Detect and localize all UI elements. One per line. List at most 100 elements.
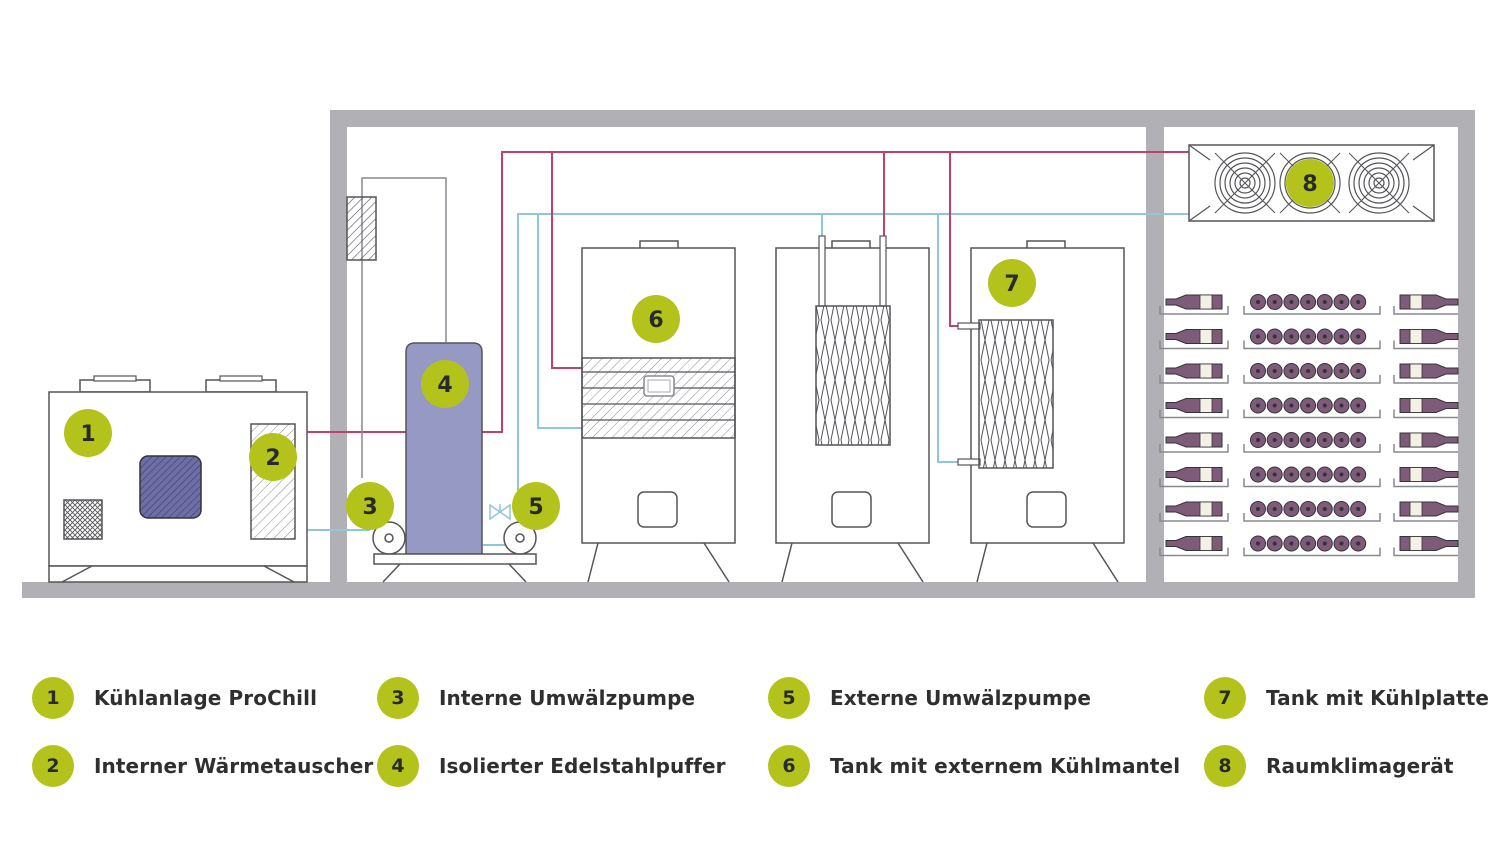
wine-bottle-icon: [1165, 501, 1223, 517]
badge-8: 8: [1286, 159, 1334, 207]
wine-bottle-ends: [1250, 432, 1367, 448]
tank-hatch: [831, 491, 872, 528]
badge-7: 7: [988, 259, 1036, 307]
legend: 1 Kühlanlage ProChill 2 Interner Wärmeta…: [0, 660, 1500, 810]
legend-badge: 6: [768, 745, 810, 787]
wine-bottle-icon: [1165, 398, 1223, 413]
svg-text:6: 6: [648, 308, 663, 333]
legend-badge: 1: [32, 677, 74, 719]
badge-2: 2: [249, 433, 297, 481]
legend-item-8: 8 Raumklimagerät: [1204, 744, 1454, 788]
wine-bottle-ends: [1250, 328, 1367, 345]
legend-label: Isolierter Edelstahlpuffer: [439, 754, 726, 778]
legend-label: Externe Umwälzpumpe: [830, 686, 1092, 710]
svg-text:3: 3: [362, 495, 377, 520]
building-left-wall: [330, 110, 347, 598]
cooling-jacket: [581, 357, 736, 439]
legend-label: Tank mit Kühlplatte: [1266, 686, 1490, 710]
wine-bottle-icon: [1165, 363, 1223, 379]
fan-icon: [1348, 152, 1410, 214]
legend-label: Kühlanlage ProChill: [94, 686, 318, 710]
vent-stack: [346, 177, 447, 478]
wine-bottle-icon: [1165, 329, 1223, 344]
compressor-box: [63, 499, 103, 540]
legend-badge: 5: [768, 677, 810, 719]
immersion-coil: [815, 305, 891, 446]
wine-bottle-ends: [1250, 501, 1367, 517]
wine-bottle-icon: [1399, 294, 1459, 310]
wine-bottle-ends: [1250, 397, 1367, 414]
control-display: [643, 375, 675, 397]
external-circulation-pump: [489, 503, 537, 555]
wine-shelf: [1159, 432, 1459, 453]
building-roof: [330, 110, 1475, 127]
wine-bottle-icon: [1165, 294, 1223, 310]
wine-shelf: [1159, 535, 1459, 557]
legend-item-1: 1 Kühlanlage ProChill: [32, 676, 317, 720]
wine-bottle-icon: [1399, 329, 1459, 344]
legend-badge: 8: [1204, 745, 1246, 787]
svg-text:4: 4: [437, 373, 452, 398]
cooling-system-diagram: 1 2 3 4 5 6 7 8: [22, 110, 1475, 598]
svg-text:1: 1: [80, 422, 95, 447]
svg-text:5: 5: [528, 495, 543, 520]
legend-item-7: 7 Tank mit Kühlplatte: [1204, 676, 1489, 720]
wine-shelf: [1159, 294, 1459, 315]
wine-bottle-icon: [1399, 501, 1459, 517]
legend-item-5: 5 Externe Umwälzpumpe: [768, 676, 1091, 720]
wine-bottle-icon: [1399, 432, 1459, 448]
wine-shelf: [1159, 466, 1459, 488]
wine-shelf: [1159, 397, 1459, 419]
legend-item-2: 2 Interner Wärmetauscher: [32, 744, 373, 788]
building-divider-wall: [1146, 110, 1164, 598]
legend-badge: 7: [1204, 677, 1246, 719]
tank-external-jacket: [581, 240, 736, 583]
wine-bottle-icon: [1399, 398, 1459, 413]
cooling-core: [139, 455, 202, 519]
wine-rack: [1159, 294, 1459, 557]
wine-bottle-icon: [1165, 467, 1223, 482]
tank-cooling-plate: [957, 240, 1125, 583]
wine-bottle-icon: [1165, 536, 1223, 551]
wine-shelf: [1159, 501, 1459, 522]
legend-label: Raumklimagerät: [1266, 754, 1454, 778]
building-structure: [22, 110, 1475, 598]
room-air-conditioner: [1188, 144, 1435, 222]
prochill-cooling-unit: [48, 375, 308, 583]
fan-icon: [1214, 152, 1276, 214]
wine-shelf: [1159, 363, 1459, 384]
legend-item-4: 4 Isolierter Edelstahlpuffer: [377, 744, 726, 788]
wine-bottle-ends: [1250, 363, 1367, 379]
tank-immersion-coil: [775, 235, 930, 583]
cooling-plate: [978, 319, 1054, 469]
svg-text:7: 7: [1004, 272, 1019, 297]
wine-bottle-icon: [1399, 536, 1459, 551]
legend-badge: 4: [377, 745, 419, 787]
badge-3: 3: [346, 482, 394, 530]
legend-item-3: 3 Interne Umwälzpumpe: [377, 676, 695, 720]
wine-bottle-icon: [1399, 363, 1459, 379]
legend-item-6: 6 Tank mit externem Kühlmantel: [768, 744, 1180, 788]
wine-bottle-icon: [1165, 432, 1223, 448]
badge-5: 5: [512, 482, 560, 530]
legend-badge: 2: [32, 745, 74, 787]
legend-label: Interne Umwälzpumpe: [439, 686, 696, 710]
legend-label: Tank mit externem Kühlmantel: [830, 754, 1181, 778]
building-right-wall: [1458, 110, 1475, 598]
badge-6: 6: [632, 295, 680, 343]
wine-bottle-ends: [1250, 466, 1367, 483]
badge-4: 4: [421, 360, 469, 408]
wine-bottle-ends: [1250, 294, 1367, 310]
svg-text:2: 2: [265, 446, 280, 471]
pump-platform: [373, 553, 537, 583]
tank-hatch: [637, 491, 678, 528]
internal-circulation-pump: [372, 521, 406, 555]
floor-line: [22, 582, 1475, 598]
badge-1: 1: [64, 409, 112, 457]
wine-bottle-icon: [1399, 467, 1459, 482]
legend-label: Interner Wärmetauscher: [94, 754, 374, 778]
tank-hatch: [1026, 491, 1067, 528]
legend-badge: 3: [377, 677, 419, 719]
wine-bottle-ends: [1250, 535, 1367, 552]
svg-text:8: 8: [1302, 172, 1317, 197]
